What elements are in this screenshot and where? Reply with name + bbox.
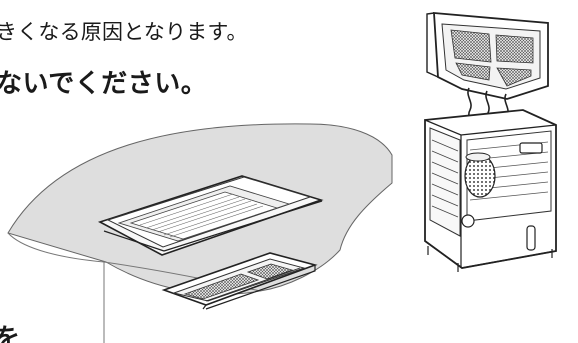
warning-text-line-1: きくなる原因となります。 <box>0 20 248 44</box>
kerosene-heater-icon <box>424 109 557 272</box>
air-filter-icon <box>161 252 318 310</box>
ceiling-air-conditioner-icon <box>97 175 324 256</box>
warning-text-line-2: ないでください。 <box>0 69 208 99</box>
warning-text-line-3: を <box>0 324 21 343</box>
heater-air-filter-icon <box>426 12 549 100</box>
